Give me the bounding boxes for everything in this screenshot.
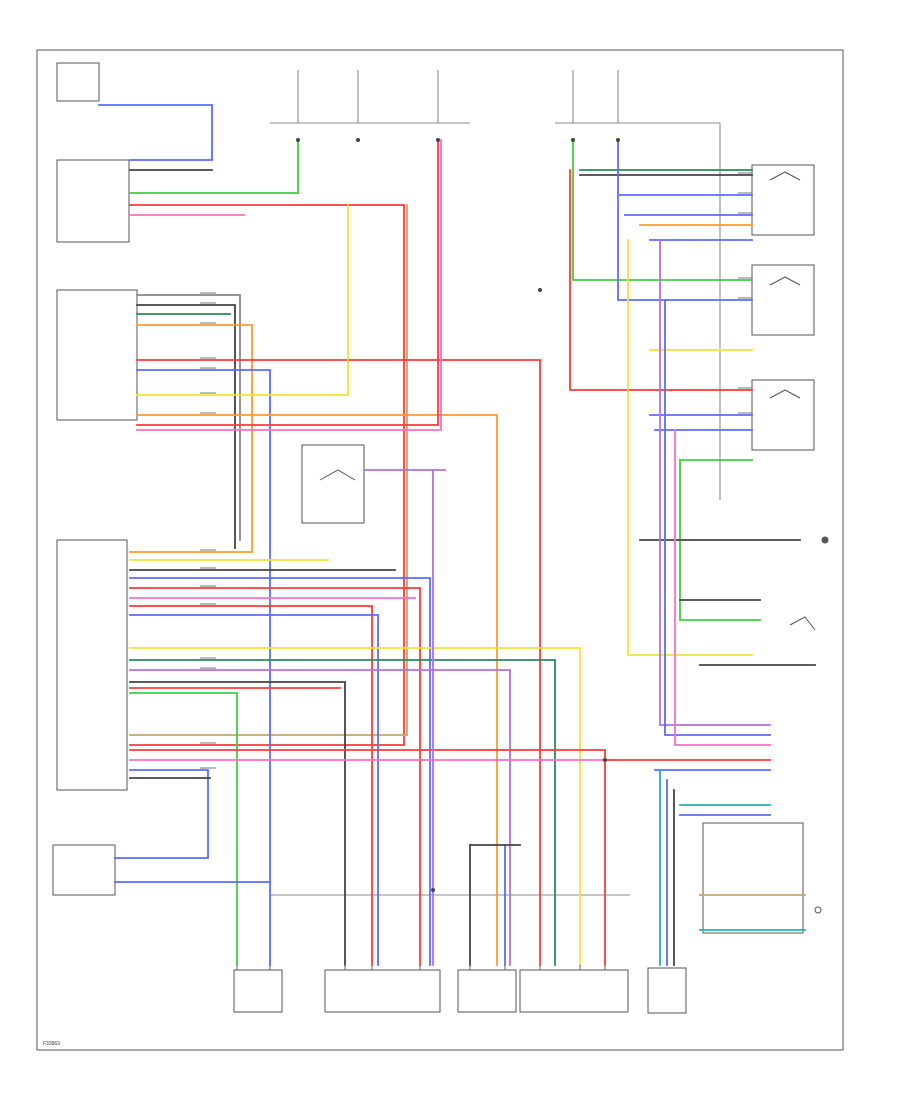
footer-code: F33963: [43, 1041, 60, 1047]
wire-rear-red-2: [129, 605, 373, 966]
wire-right-blue: [617, 139, 753, 301]
wire-right-blue-7: [664, 299, 771, 736]
wire-blower-tan: [129, 204, 408, 736]
blower-motor-switch: [56, 62, 100, 102]
mode-door-actuator: [233, 969, 283, 1013]
wire-rear-blue-2: [129, 614, 379, 966]
wire-blower-red: [129, 204, 405, 746]
splice-points: [296, 138, 620, 892]
wire-rear-green: [129, 692, 238, 966]
wire-atc-blue: [136, 369, 271, 966]
wire-right-pink: [674, 429, 771, 746]
low-speed-fan-relay: [751, 379, 815, 451]
wire-group: [98, 104, 816, 966]
relay-box: [301, 444, 365, 524]
diagram-frame: [36, 49, 844, 1051]
rear-blower-relay: [751, 164, 815, 236]
wire-rear-yellow-2: [129, 647, 581, 966]
temp-blend-actuator: [519, 969, 629, 1013]
wire-right-yellow-long: [627, 239, 753, 656]
wire-label-marks: [200, 172, 752, 769]
wire-right-green: [572, 139, 753, 281]
relay-switch-symbols: [319, 171, 829, 914]
rear-control-head: [56, 539, 128, 791]
blower-motor-resistor: [56, 159, 130, 243]
wire-sensor-blue: [114, 769, 209, 859]
wire-atc-yellow: [136, 204, 349, 396]
wire-rear-red: [129, 587, 421, 966]
wire-panel-lamps-orange: [129, 324, 253, 553]
wire-atc-gray: [136, 294, 241, 541]
wire-rear-red-4: [129, 749, 606, 966]
wire-atc-pink: [136, 139, 442, 431]
ac-pressure-transducer: [647, 967, 687, 1014]
wire-blower-switch-blue: [98, 104, 213, 161]
connector-marks: [236, 965, 606, 970]
recirc-door-actuator: [457, 969, 517, 1013]
suspension-control-module: [702, 822, 804, 934]
wire-atc-red: [136, 359, 541, 966]
ac-compressor-clutch-relay: [751, 264, 815, 336]
wire-right-violet: [659, 239, 771, 726]
wire-rear-blue: [129, 577, 431, 966]
wire-rear-dkgreen: [129, 659, 556, 966]
wire-rear-black-2: [129, 681, 346, 966]
blend-door-actuator: [324, 969, 441, 1013]
wire-right-red: [569, 169, 753, 391]
wire-atc-orange: [136, 414, 498, 966]
wire-atc-red-2: [136, 139, 439, 426]
in-car-temp-sensor: [52, 844, 116, 896]
wire-atc-black: [136, 304, 236, 549]
automatic-temp-control-head: [56, 289, 138, 421]
wire-right-green-3: [679, 459, 761, 621]
wire-rear-violet: [129, 669, 511, 966]
wire-fuse-green: [129, 139, 299, 194]
